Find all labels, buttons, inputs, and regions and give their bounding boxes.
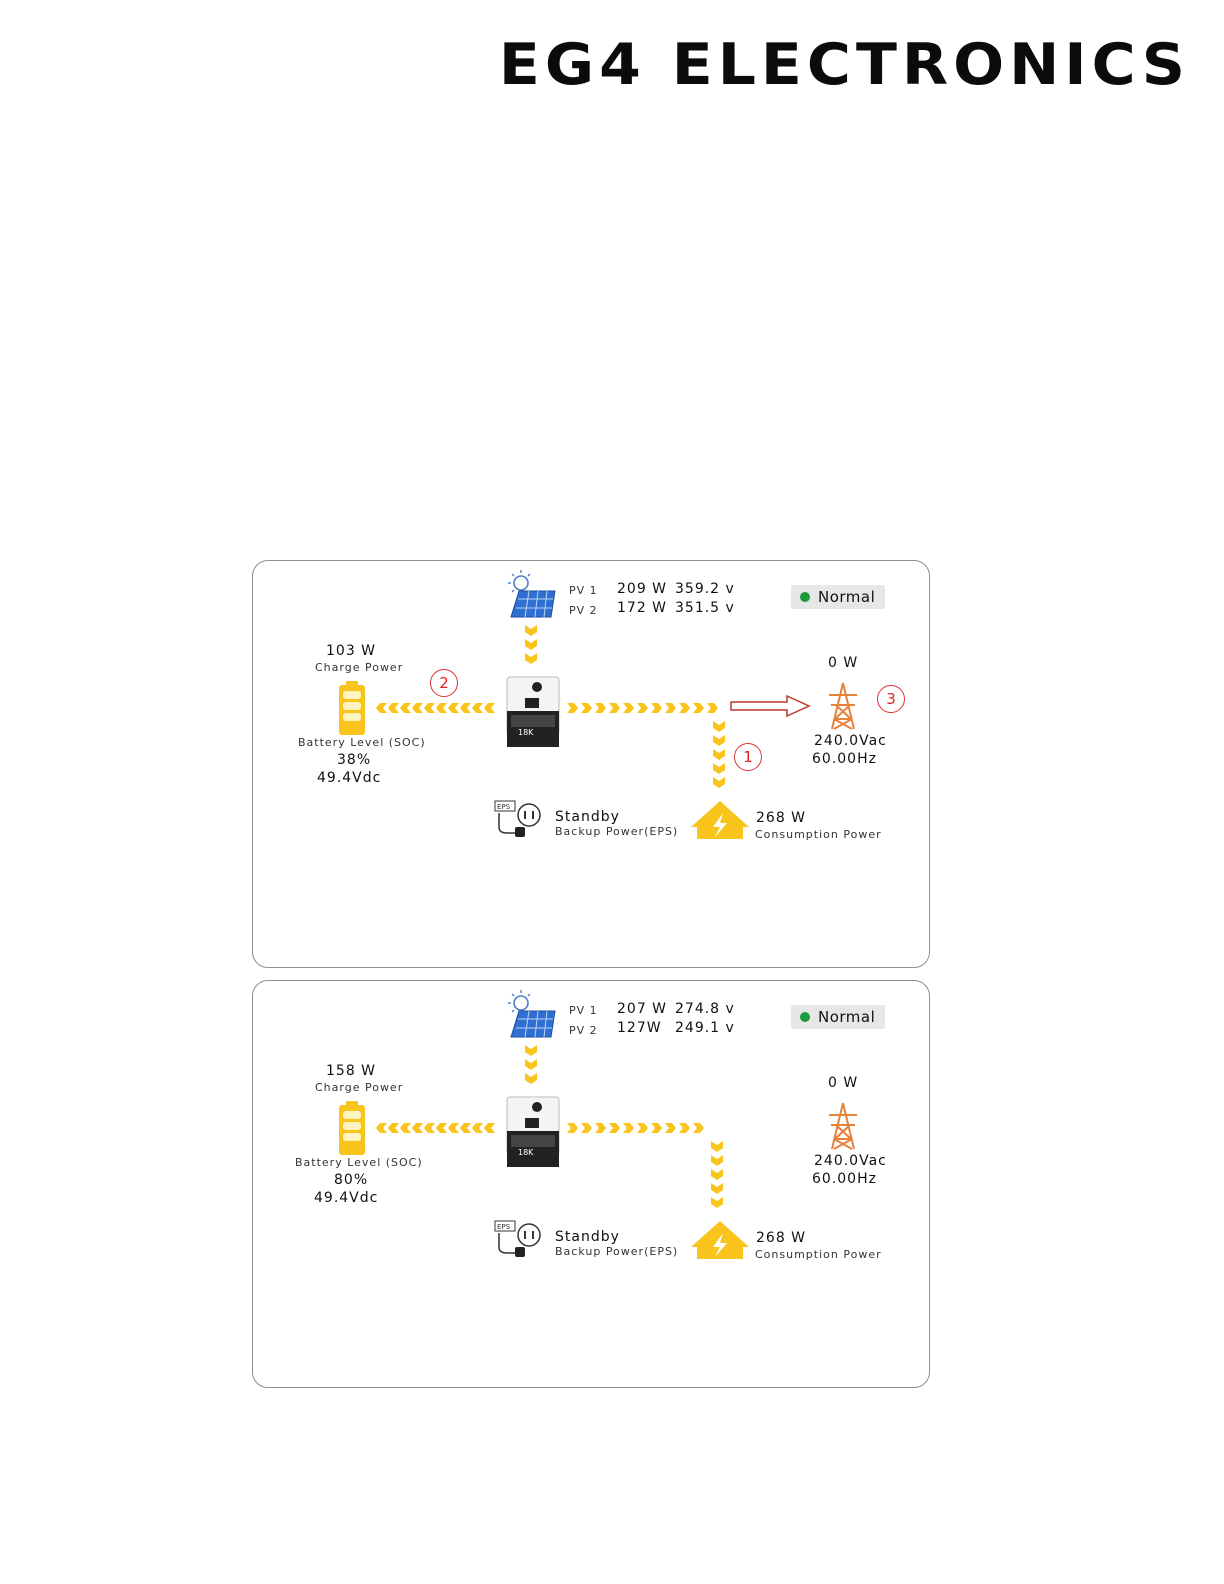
inverter-icon: 18K	[506, 1096, 560, 1167]
pv2-label: PV 2	[569, 1024, 598, 1037]
pv2-voltage: 351.5 v	[675, 600, 735, 616]
eps-plug-icon: EPS	[494, 800, 541, 837]
status-dot-icon	[800, 1012, 810, 1022]
solar-panel-icon	[508, 570, 556, 618]
inverter-icon: 18K	[506, 676, 560, 747]
battery-charge-power-label: Charge Power	[315, 661, 404, 674]
load-power: 268 W	[756, 810, 807, 826]
status-badge: Normal	[791, 585, 885, 609]
home-lightning-icon	[691, 1221, 749, 1259]
status-text: Normal	[818, 1008, 876, 1026]
load-power: 268 W	[756, 1230, 807, 1246]
home-lightning-icon	[691, 801, 749, 839]
pv1-label: PV 1	[569, 584, 598, 597]
energy-flow-panel-2: 18K EPS	[252, 980, 930, 1388]
grid-voltage: 240.0Vac	[814, 1153, 887, 1169]
flow-arrows-inverter-to-battery	[376, 1123, 495, 1133]
battery-icon	[339, 1101, 365, 1155]
energy-flow-panel-1: 18K	[252, 560, 930, 968]
pv1-power: 209 W	[617, 581, 668, 597]
grid-frequency: 60.00Hz	[812, 751, 877, 767]
load-power-label: Consumption Power	[755, 1248, 882, 1261]
status-text: Normal	[818, 588, 876, 606]
load-power-label: Consumption Power	[755, 828, 882, 841]
flow-arrows-inverter-to-grid	[567, 703, 718, 713]
flow-arrows-solar-to-inverter	[525, 1045, 537, 1084]
flow-arrows-to-home	[711, 1141, 723, 1208]
export-arrow-icon	[730, 694, 811, 718]
pv1-label: PV 1	[569, 1004, 598, 1017]
grid-power: 0 W	[828, 655, 859, 671]
pv2-label: PV 2	[569, 604, 598, 617]
battery-voltage: 49.4Vdc	[317, 770, 382, 786]
flow-arrows-inverter-to-home	[567, 1123, 704, 1133]
eps-plug-icon: EPS	[494, 1220, 541, 1257]
eps-label: Backup Power(EPS)	[555, 825, 679, 838]
svg-text:EPS: EPS	[497, 803, 511, 811]
marker-2: 2	[430, 669, 458, 697]
solar-panel-icon	[508, 990, 556, 1038]
svg-text:18K: 18K	[518, 1148, 534, 1157]
pv2-power: 172 W	[617, 600, 668, 616]
battery-charge-power: 158 W	[326, 1063, 377, 1079]
battery-icon	[339, 681, 365, 735]
pv2-voltage: 249.1 v	[675, 1020, 735, 1036]
svg-text:18K: 18K	[518, 728, 534, 737]
battery-voltage: 49.4Vdc	[314, 1190, 379, 1206]
battery-level-label: Battery Level (SOC)	[298, 736, 426, 749]
eps-label: Backup Power(EPS)	[555, 1245, 679, 1258]
battery-level-label: Battery Level (SOC)	[295, 1156, 423, 1169]
marker-3: 3	[877, 685, 905, 713]
battery-soc: 38%	[337, 752, 372, 768]
grid-frequency: 60.00Hz	[812, 1171, 877, 1187]
brand-logo: EG4 ELECTRONICS	[498, 31, 1190, 99]
eps-status: Standby	[555, 1229, 620, 1245]
battery-soc: 80%	[334, 1172, 369, 1188]
battery-charge-power: 103 W	[326, 643, 377, 659]
transmission-tower-icon	[829, 682, 857, 730]
pv1-power: 207 W	[617, 1001, 668, 1017]
status-badge: Normal	[791, 1005, 885, 1029]
marker-1: 1	[734, 743, 762, 771]
flow-arrows-inverter-to-battery	[376, 703, 495, 713]
battery-charge-power-label: Charge Power	[315, 1081, 404, 1094]
eps-status: Standby	[555, 809, 620, 825]
flow-arrows-solar-to-inverter	[525, 625, 537, 664]
flow-arrows-to-home	[713, 721, 725, 788]
pv1-voltage: 359.2 v	[675, 581, 735, 597]
flow-graphics: 18K	[339, 570, 857, 839]
pv2-power: 127W	[617, 1020, 662, 1036]
grid-voltage: 240.0Vac	[814, 733, 887, 749]
grid-power: 0 W	[828, 1075, 859, 1091]
pv1-voltage: 274.8 v	[675, 1001, 735, 1017]
svg-text:EPS: EPS	[497, 1223, 511, 1231]
transmission-tower-icon	[829, 1102, 857, 1150]
status-dot-icon	[800, 592, 810, 602]
flow-graphics: 18K EPS	[339, 990, 857, 1259]
